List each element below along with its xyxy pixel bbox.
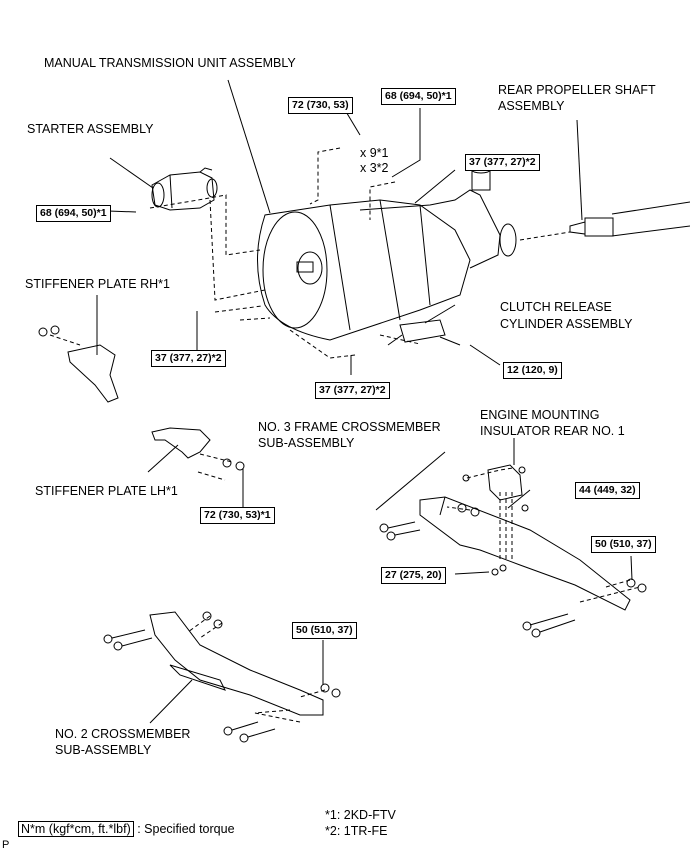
torque-12-clutch: 12 (120, 9): [503, 362, 562, 379]
torque-68-starter: 68 (694, 50)*1: [36, 205, 111, 222]
legend-note-2: *2: 1TR-FE: [325, 824, 388, 838]
torque-27-mount: 27 (275, 20): [381, 567, 446, 584]
label-no2-crossmember-1: NO. 2 CROSSMEMBER: [55, 727, 191, 741]
clutch-cylinder-drawing: [387, 319, 461, 346]
torque-68-top: 68 (694, 50)*1: [381, 88, 456, 105]
torque-44-mount: 44 (449, 32): [575, 482, 640, 499]
legend-torque-units: N*m (kgf*cm, ft.*lbf) : Specified torque: [18, 821, 235, 837]
engine-mount-drawing: [462, 464, 529, 576]
stiffener-rh-drawing: [38, 325, 119, 403]
label-no2-crossmember-2: SUB-ASSEMBLY: [55, 743, 152, 757]
assembly-lines: [49, 147, 641, 723]
bolt-count-2: x 3*2: [360, 161, 389, 175]
starter-assembly-drawing: [151, 167, 218, 211]
torque-50-right: 50 (510, 37): [591, 536, 656, 553]
bolt-count-1: x 9*1: [360, 146, 389, 160]
torque-37-bottom: 37 (377, 27)*2: [315, 382, 390, 399]
legend-unit-box: N*m (kgf*cm, ft.*lbf): [18, 821, 134, 837]
leader-lines: [96, 79, 633, 724]
label-engine-mount-2: INSULATOR REAR NO. 1: [480, 424, 625, 438]
label-clutch-release-2: CYLINDER ASSEMBLY: [500, 317, 633, 331]
label-clutch-release-1: CLUTCH RELEASE: [500, 300, 612, 314]
label-engine-mount-1: ENGINE MOUNTING: [480, 408, 600, 422]
torque-72-lh: 72 (730, 53)*1: [200, 507, 275, 524]
no2-crossmember-drawing: [103, 611, 341, 743]
page-marker: P: [2, 839, 10, 851]
label-rear-propeller-shaft-1: REAR PROPELLER SHAFT: [498, 83, 656, 97]
label-starter: STARTER ASSEMBLY: [27, 122, 154, 136]
stiffener-lh-drawing: [151, 427, 245, 471]
legend-note-1: *1: 2KD-FTV: [325, 808, 396, 822]
label-no3-frame-2: SUB-ASSEMBLY: [258, 436, 355, 450]
label-stiffener-rh: STIFFENER PLATE RH*1: [25, 277, 170, 291]
label-manual-transmission: MANUAL TRANSMISSION UNIT ASSEMBLY: [44, 56, 296, 70]
propeller-shaft-drawing: [569, 201, 690, 237]
label-rear-propeller-shaft-2: ASSEMBLY: [498, 99, 565, 113]
torque-37-top: 37 (377, 27)*2: [465, 154, 540, 171]
no3-crossmember-drawing: [379, 496, 647, 638]
legend-unit-desc: : Specified torque: [137, 822, 235, 836]
torque-72-top: 72 (730, 53): [288, 97, 353, 114]
label-no3-frame-1: NO. 3 FRAME CROSSMEMBER: [258, 420, 441, 434]
transmission-drawing: [257, 166, 517, 341]
torque-37-left: 37 (377, 27)*2: [151, 350, 226, 367]
torque-50-no2: 50 (510, 37): [292, 622, 357, 639]
label-stiffener-lh: STIFFENER PLATE LH*1: [35, 484, 178, 498]
